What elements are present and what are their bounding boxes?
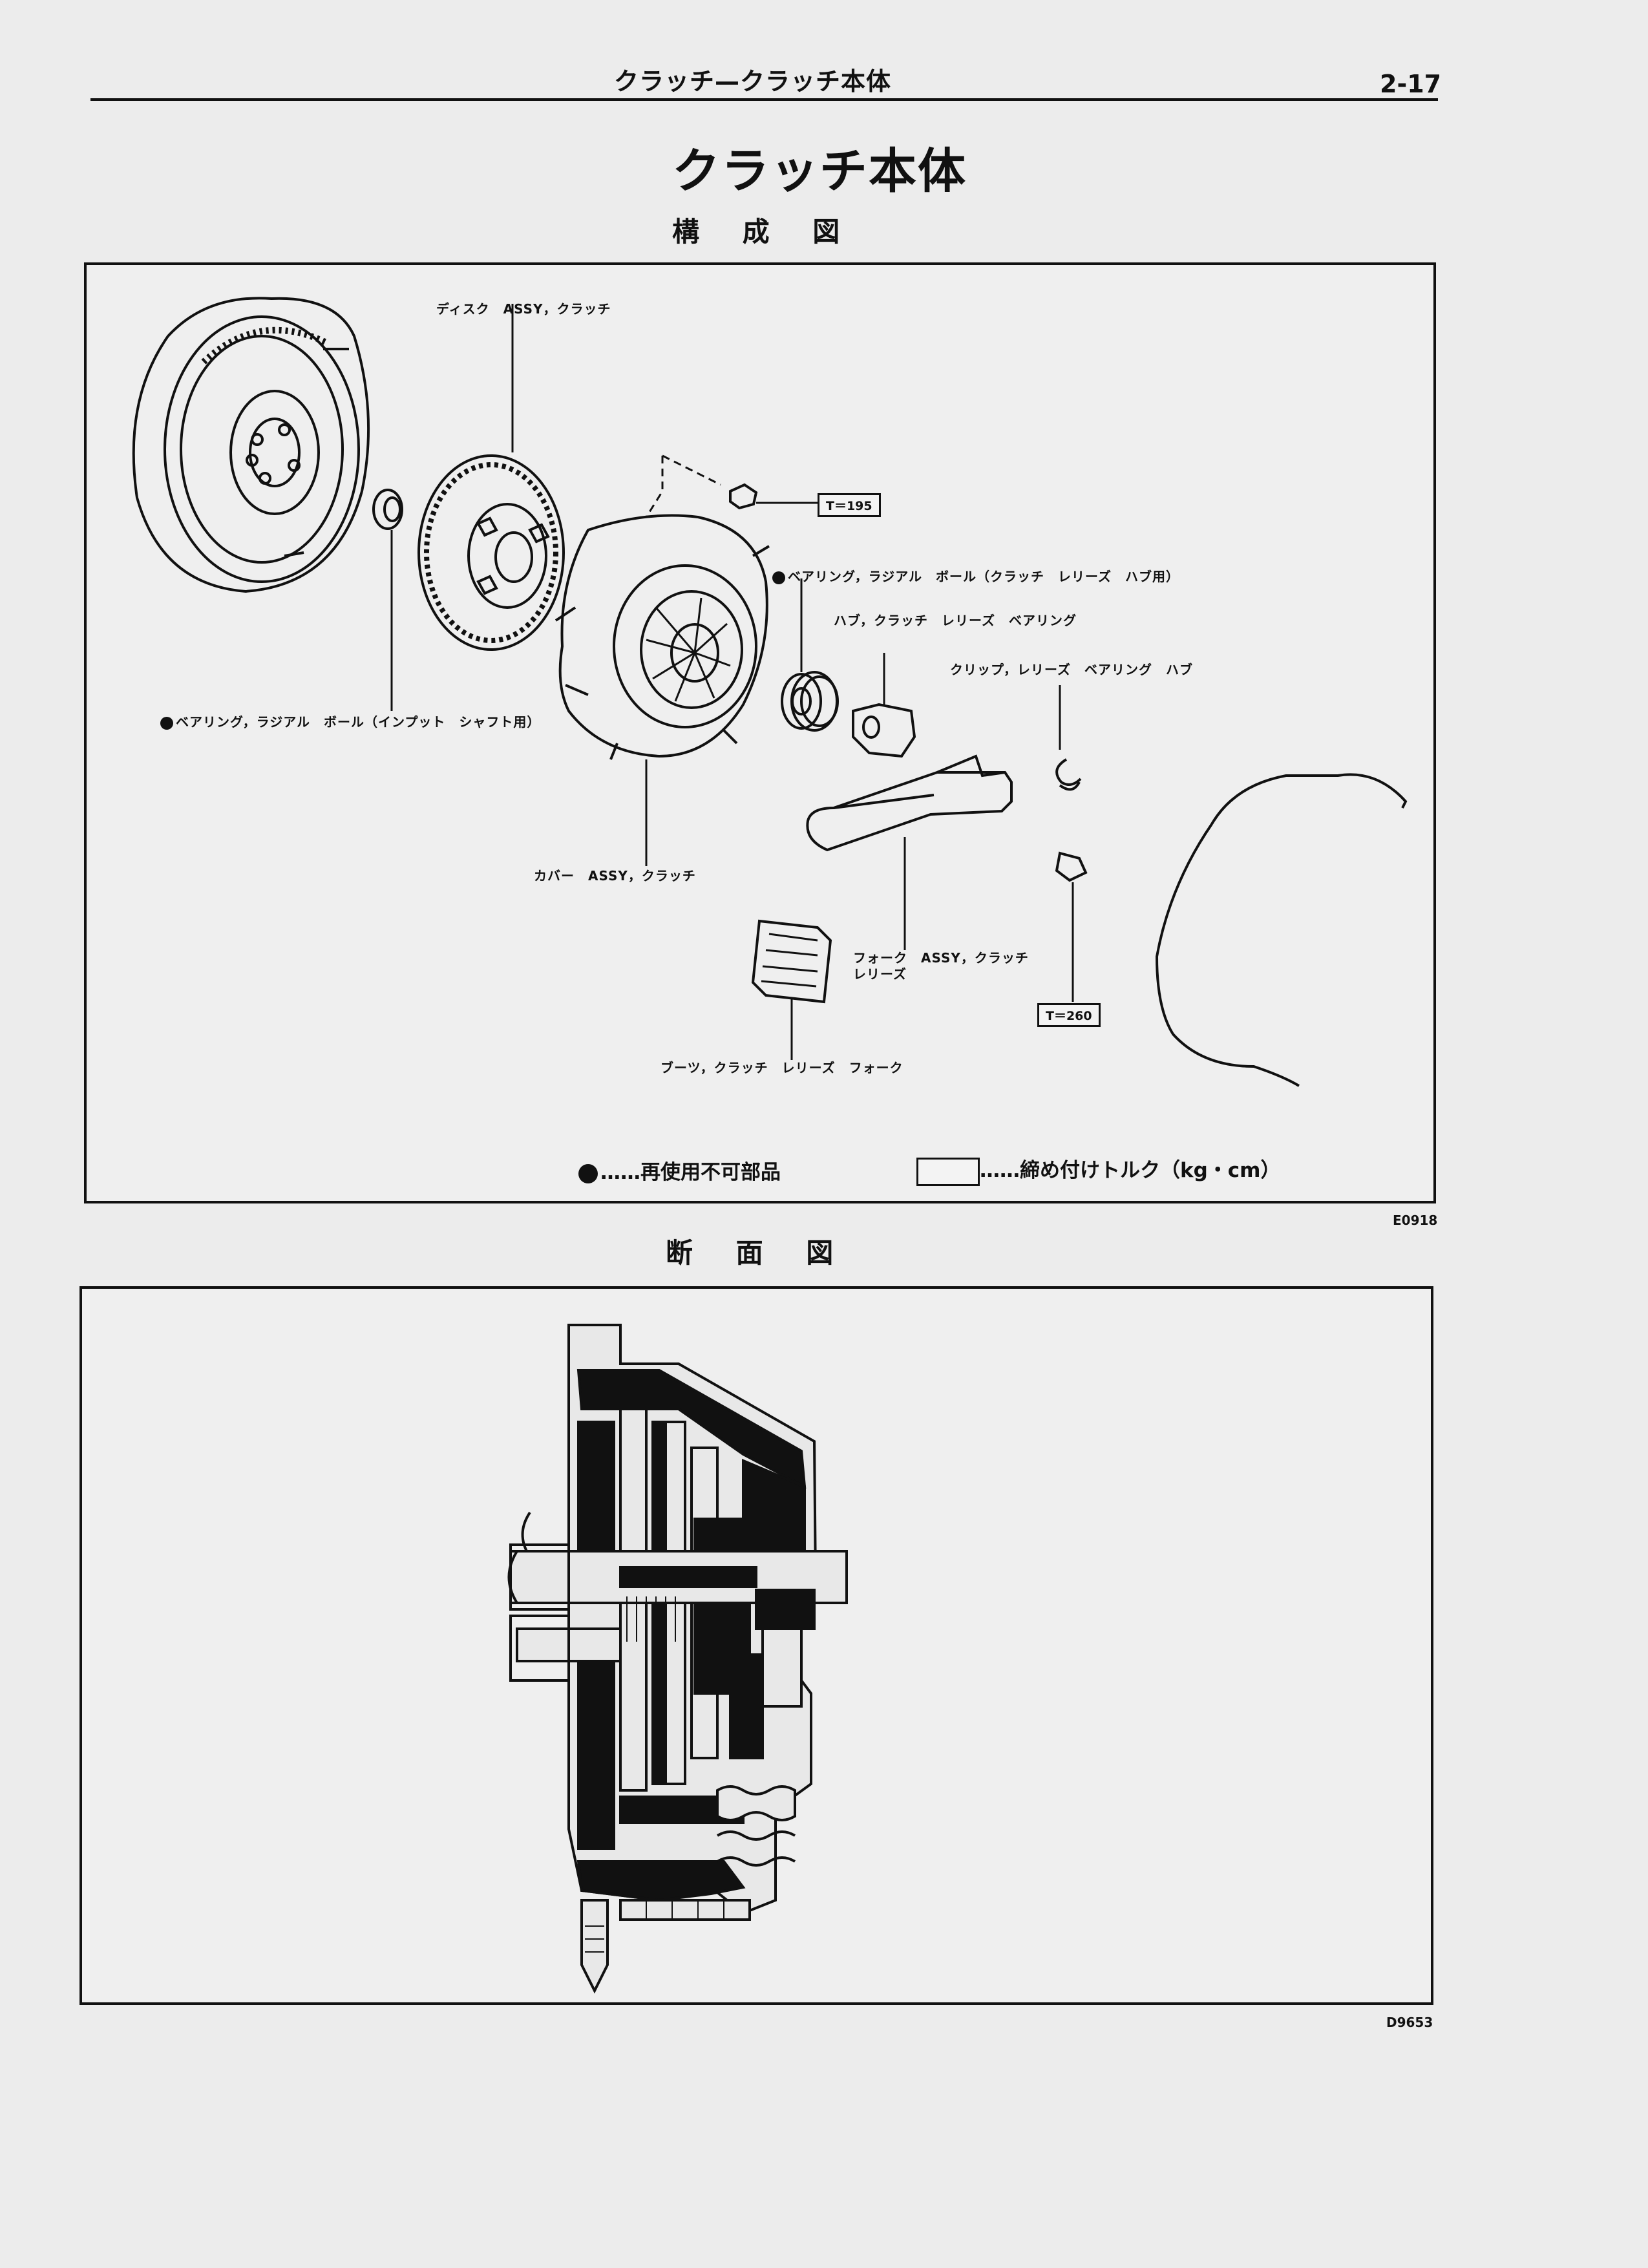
non-reusable-marker (160, 716, 173, 730)
release-hub-drawing (852, 653, 916, 758)
header-divider (90, 98, 1438, 101)
clutch-disc-drawing (417, 304, 565, 651)
flywheel-drawing (132, 297, 370, 593)
non-reusable-marker (772, 571, 785, 584)
clip-drawing (1055, 685, 1082, 791)
page-number: 2-17 (1380, 70, 1442, 98)
input-shaft-bearing-drawing (372, 489, 403, 711)
label-release-fork-boot: ブーツ，クラッチ レリーズ フォーク (660, 1060, 903, 1076)
label-clutch-cover: カバー ASSY，クラッチ (534, 868, 696, 884)
label-release-hub-bearing: ベアリング，ラジアル ボール（クラッチ レリーズ ハブ用） (772, 569, 1179, 585)
torque-box-icon (916, 1157, 980, 1186)
boot-drawing (751, 919, 832, 1060)
legend-torque: ……締め付けトルク（kg・cm） (916, 1154, 1280, 1186)
page-title: クラッチ本体 (672, 143, 967, 199)
label-clutch-disc: ディスク ASSY，クラッチ (436, 301, 611, 317)
label-input-shaft-bearing: ベアリング，ラジアル ボール（インプット シャフト用） (160, 714, 540, 730)
section-view-heading: 断 面 図 (666, 1237, 850, 1269)
clutch-cover-drawing (555, 514, 770, 866)
label-clip: クリップ，レリーズ ベアリング ハブ (950, 662, 1193, 677)
transmission-housing-drawing (1155, 773, 1408, 1087)
torque-cover-bolt: T＝195 (818, 493, 881, 517)
figure-code-section: D9653 (1386, 2015, 1433, 2030)
release-fork-drawing (806, 754, 1013, 950)
pivot-drawing (1055, 851, 1088, 1002)
section-title: クラッチ—クラッチ本体 (614, 67, 892, 96)
legend-non-reusable: ……再使用不可部品 (578, 1156, 781, 1185)
label-release-fork: フォーク ASSY，クラッチレリーズ (853, 950, 1029, 982)
component-diagram-heading: 構 成 図 (672, 216, 857, 248)
torque-pivot: T＝260 (1037, 1003, 1101, 1027)
release-bearing-drawing (781, 578, 839, 732)
figure-code-component: E0918 (1393, 1213, 1438, 1228)
non-reusable-dot-icon (578, 1163, 598, 1183)
label-release-hub: ハブ，クラッチ レリーズ ベアリング (834, 613, 1077, 628)
component-diagram-frame (84, 262, 1436, 1203)
cover-bolt-drawing (645, 454, 818, 518)
